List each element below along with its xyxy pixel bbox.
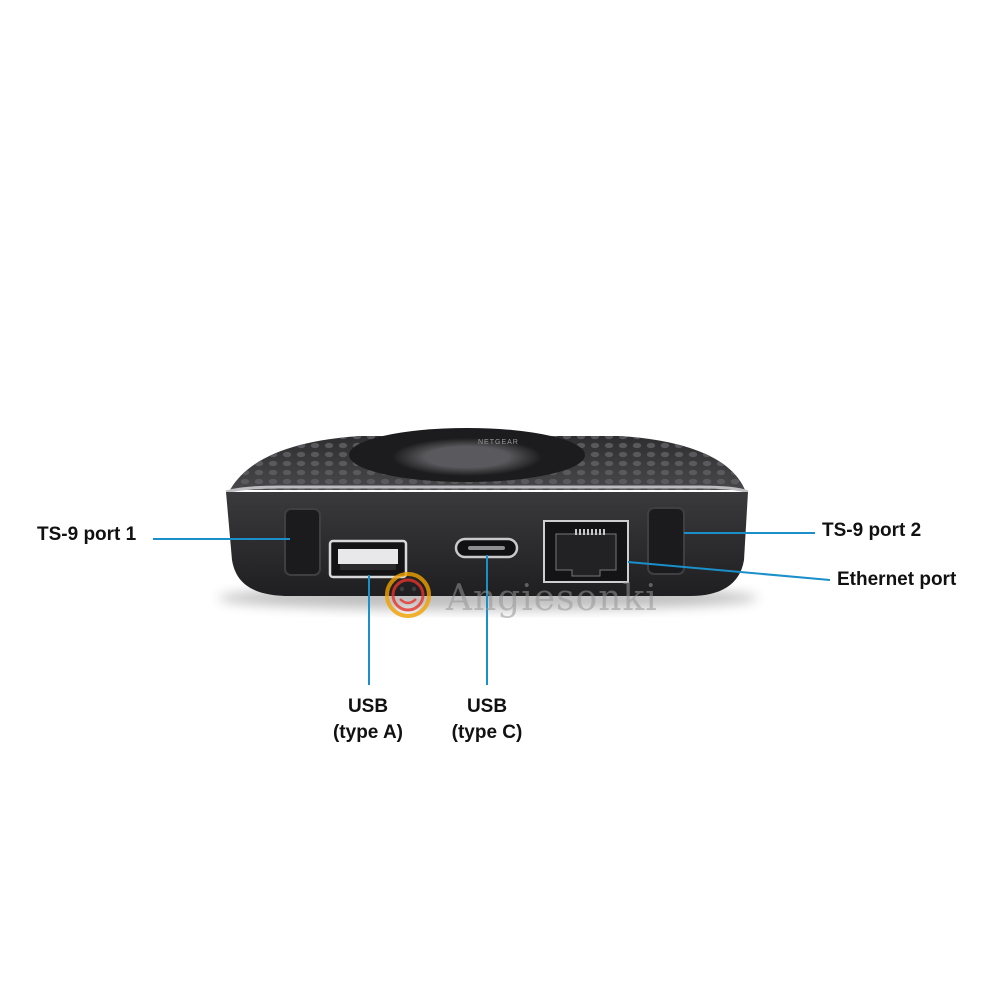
leader-lines xyxy=(153,532,831,685)
ts9-port-1 xyxy=(284,508,321,576)
label-ts9-port-1: TS-9 port 1 xyxy=(37,524,137,545)
label-ts9-port-2: TS-9 port 2 xyxy=(822,520,922,541)
label-usb-type-a: USB (type A) xyxy=(318,694,418,746)
label-ethernet-port: Ethernet port xyxy=(837,569,957,590)
ethernet-port xyxy=(543,520,629,583)
leader-ethernet xyxy=(627,561,831,581)
label-usb-type-c-line1: USB xyxy=(466,696,508,717)
watermark-text: Angiesonki xyxy=(446,578,658,619)
label-usb-type-c-line2: (type C) xyxy=(451,722,523,743)
brand-logo: NETGEAR xyxy=(478,439,519,446)
usb-type-c-tongue xyxy=(468,546,505,550)
label-usb-type-a-line1: USB xyxy=(347,696,389,717)
device-rim xyxy=(225,485,749,494)
label-usb-type-c: USB (type C) xyxy=(437,694,537,746)
watermark-smiley-icon xyxy=(385,572,431,618)
ts9-port-2 xyxy=(647,507,685,575)
usb-type-a-port xyxy=(328,539,408,579)
device-top: NETGEAR xyxy=(230,428,745,490)
label-usb-type-a-line2: (type A) xyxy=(332,722,404,743)
